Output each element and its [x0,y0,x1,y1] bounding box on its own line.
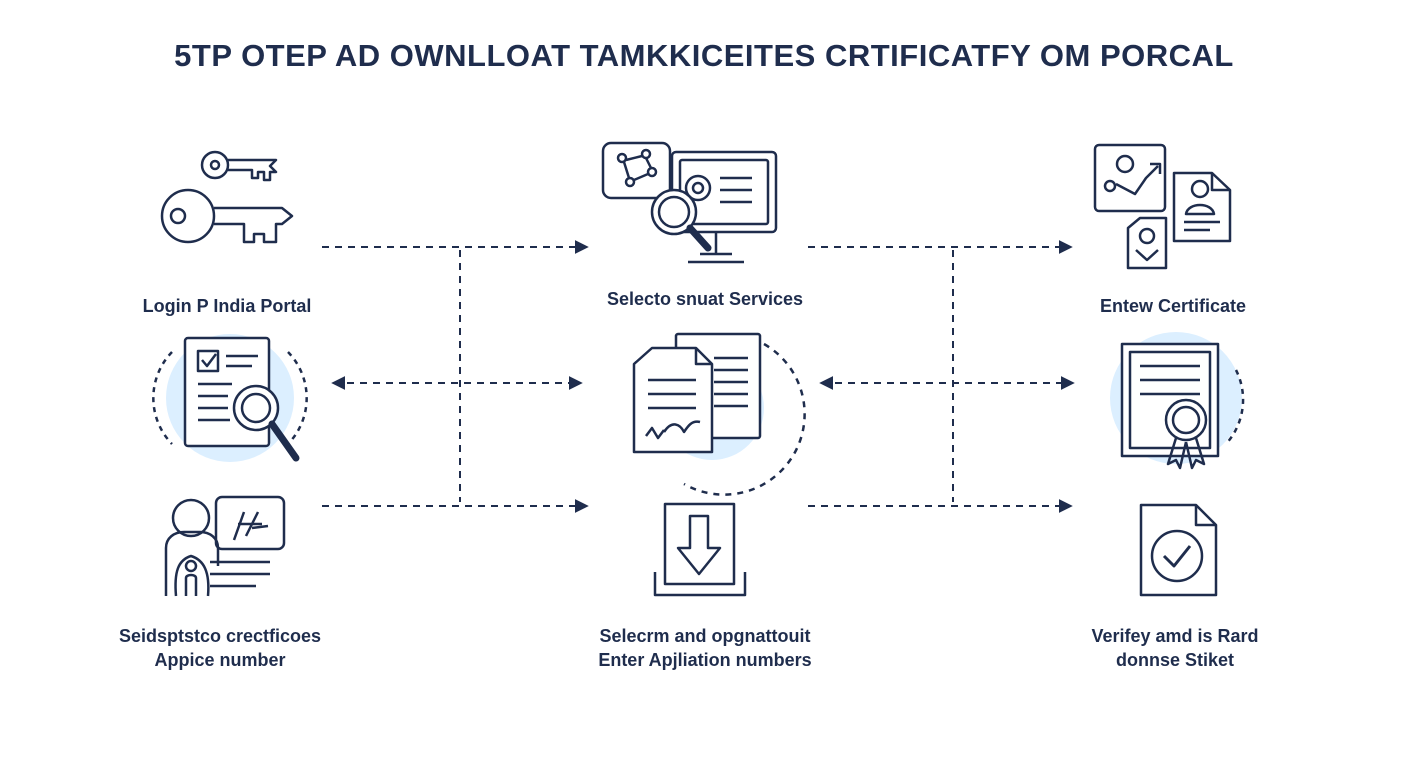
step-label-applicant-line-2: Appice number [154,650,286,670]
step-label-certificate: Entew Certificate [1099,296,1247,316]
document-search-icon [152,334,308,462]
step-label-login: Login P India Portal [142,296,312,316]
step-label-verify-line-2: donnse Stiket [1115,650,1235,670]
signed-documents-icon [632,332,806,496]
download-icon [653,502,747,597]
step-label-verify: Verifey amd is Rard donnse Stiket [1035,624,1315,672]
verified-document-icon [1139,503,1218,597]
step-label-download-line-2: Enter Apjliation numbers [598,650,812,670]
step-label-verify-line-1: Verifey amd is Rard [1091,626,1259,646]
step-label-applicant-line-1: Seidsptstco crectficoes [118,626,322,646]
step-label-download-line-1: Selecrm and opgnattouit [599,626,811,646]
step-label-download: Selecrm and opgnattouit Enter Apjliation… [565,624,845,672]
computer-search-icon [601,141,778,264]
applicant-form-icon [164,495,286,597]
certificate-award-icon [1110,332,1245,470]
page-title: 5TP OTEP AD OWNLLOAT TAMKKICEITES CRTIFI… [174,38,1234,73]
certificate-documents-icon [1093,143,1232,270]
key-icon [160,150,294,244]
step-label-services: Selecto snuat Services [606,289,804,309]
step-label-applicant: Seidsptstco crectficoes Appice number [80,624,360,672]
